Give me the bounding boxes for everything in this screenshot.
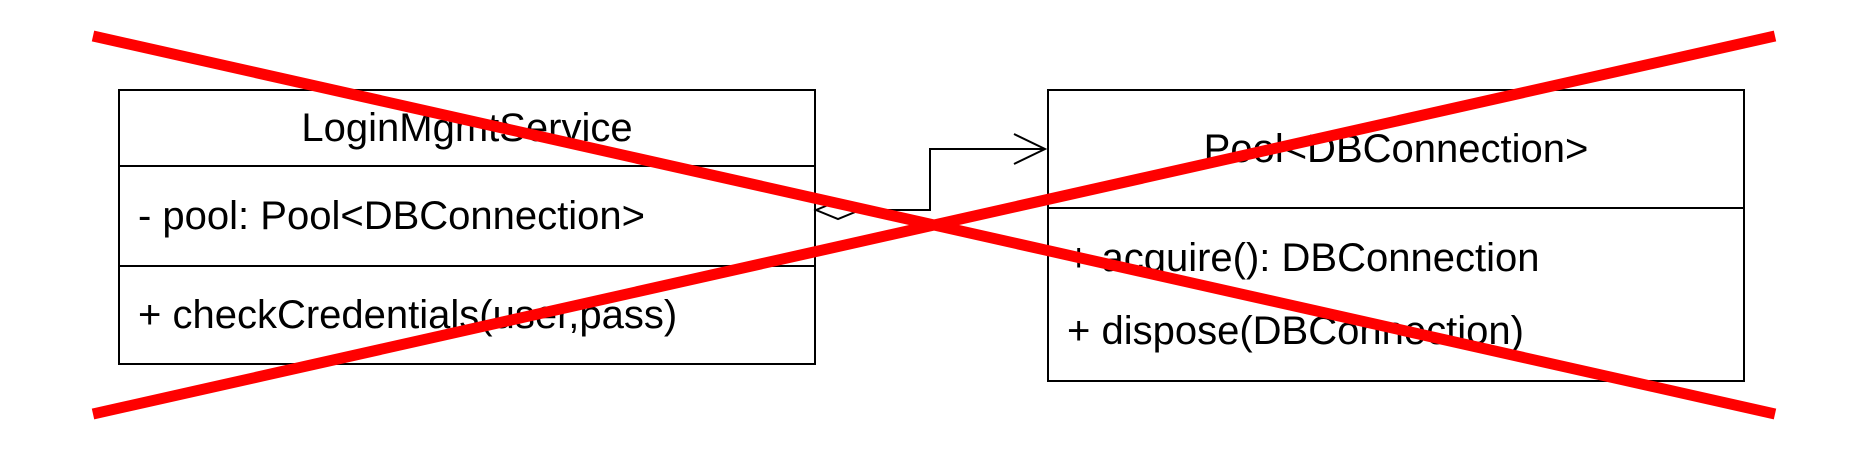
operation-dispose: + dispose(DBConnection): [1067, 309, 1524, 353]
operations-section: + checkCredentials(user,pass): [120, 267, 814, 363]
class-name-pool: Pool<DBConnection>: [1049, 91, 1743, 209]
class-box-pool: Pool<DBConnection> + acquire(): DBConnec…: [1047, 89, 1745, 382]
aggregation-diamond: [813, 199, 863, 221]
operation-check-credentials: + checkCredentials(user,pass): [138, 293, 678, 337]
attributes-section: - pool: Pool<DBConnection>: [120, 167, 814, 267]
class-name-login-mgmt-service: LoginMgmtService: [120, 91, 814, 167]
aggregation-line: [860, 148, 1045, 211]
operations-section: + acquire(): DBConnection + dispose(DBCo…: [1049, 209, 1743, 380]
navigability-arrowhead: [1013, 133, 1048, 165]
class-box-login-mgmt-service: LoginMgmtService - pool: Pool<DBConnecti…: [118, 89, 816, 365]
operation-acquire: + acquire(): DBConnection: [1067, 236, 1540, 280]
attribute-pool: - pool: Pool<DBConnection>: [138, 194, 645, 238]
aggregation-connector: [813, 133, 1048, 221]
